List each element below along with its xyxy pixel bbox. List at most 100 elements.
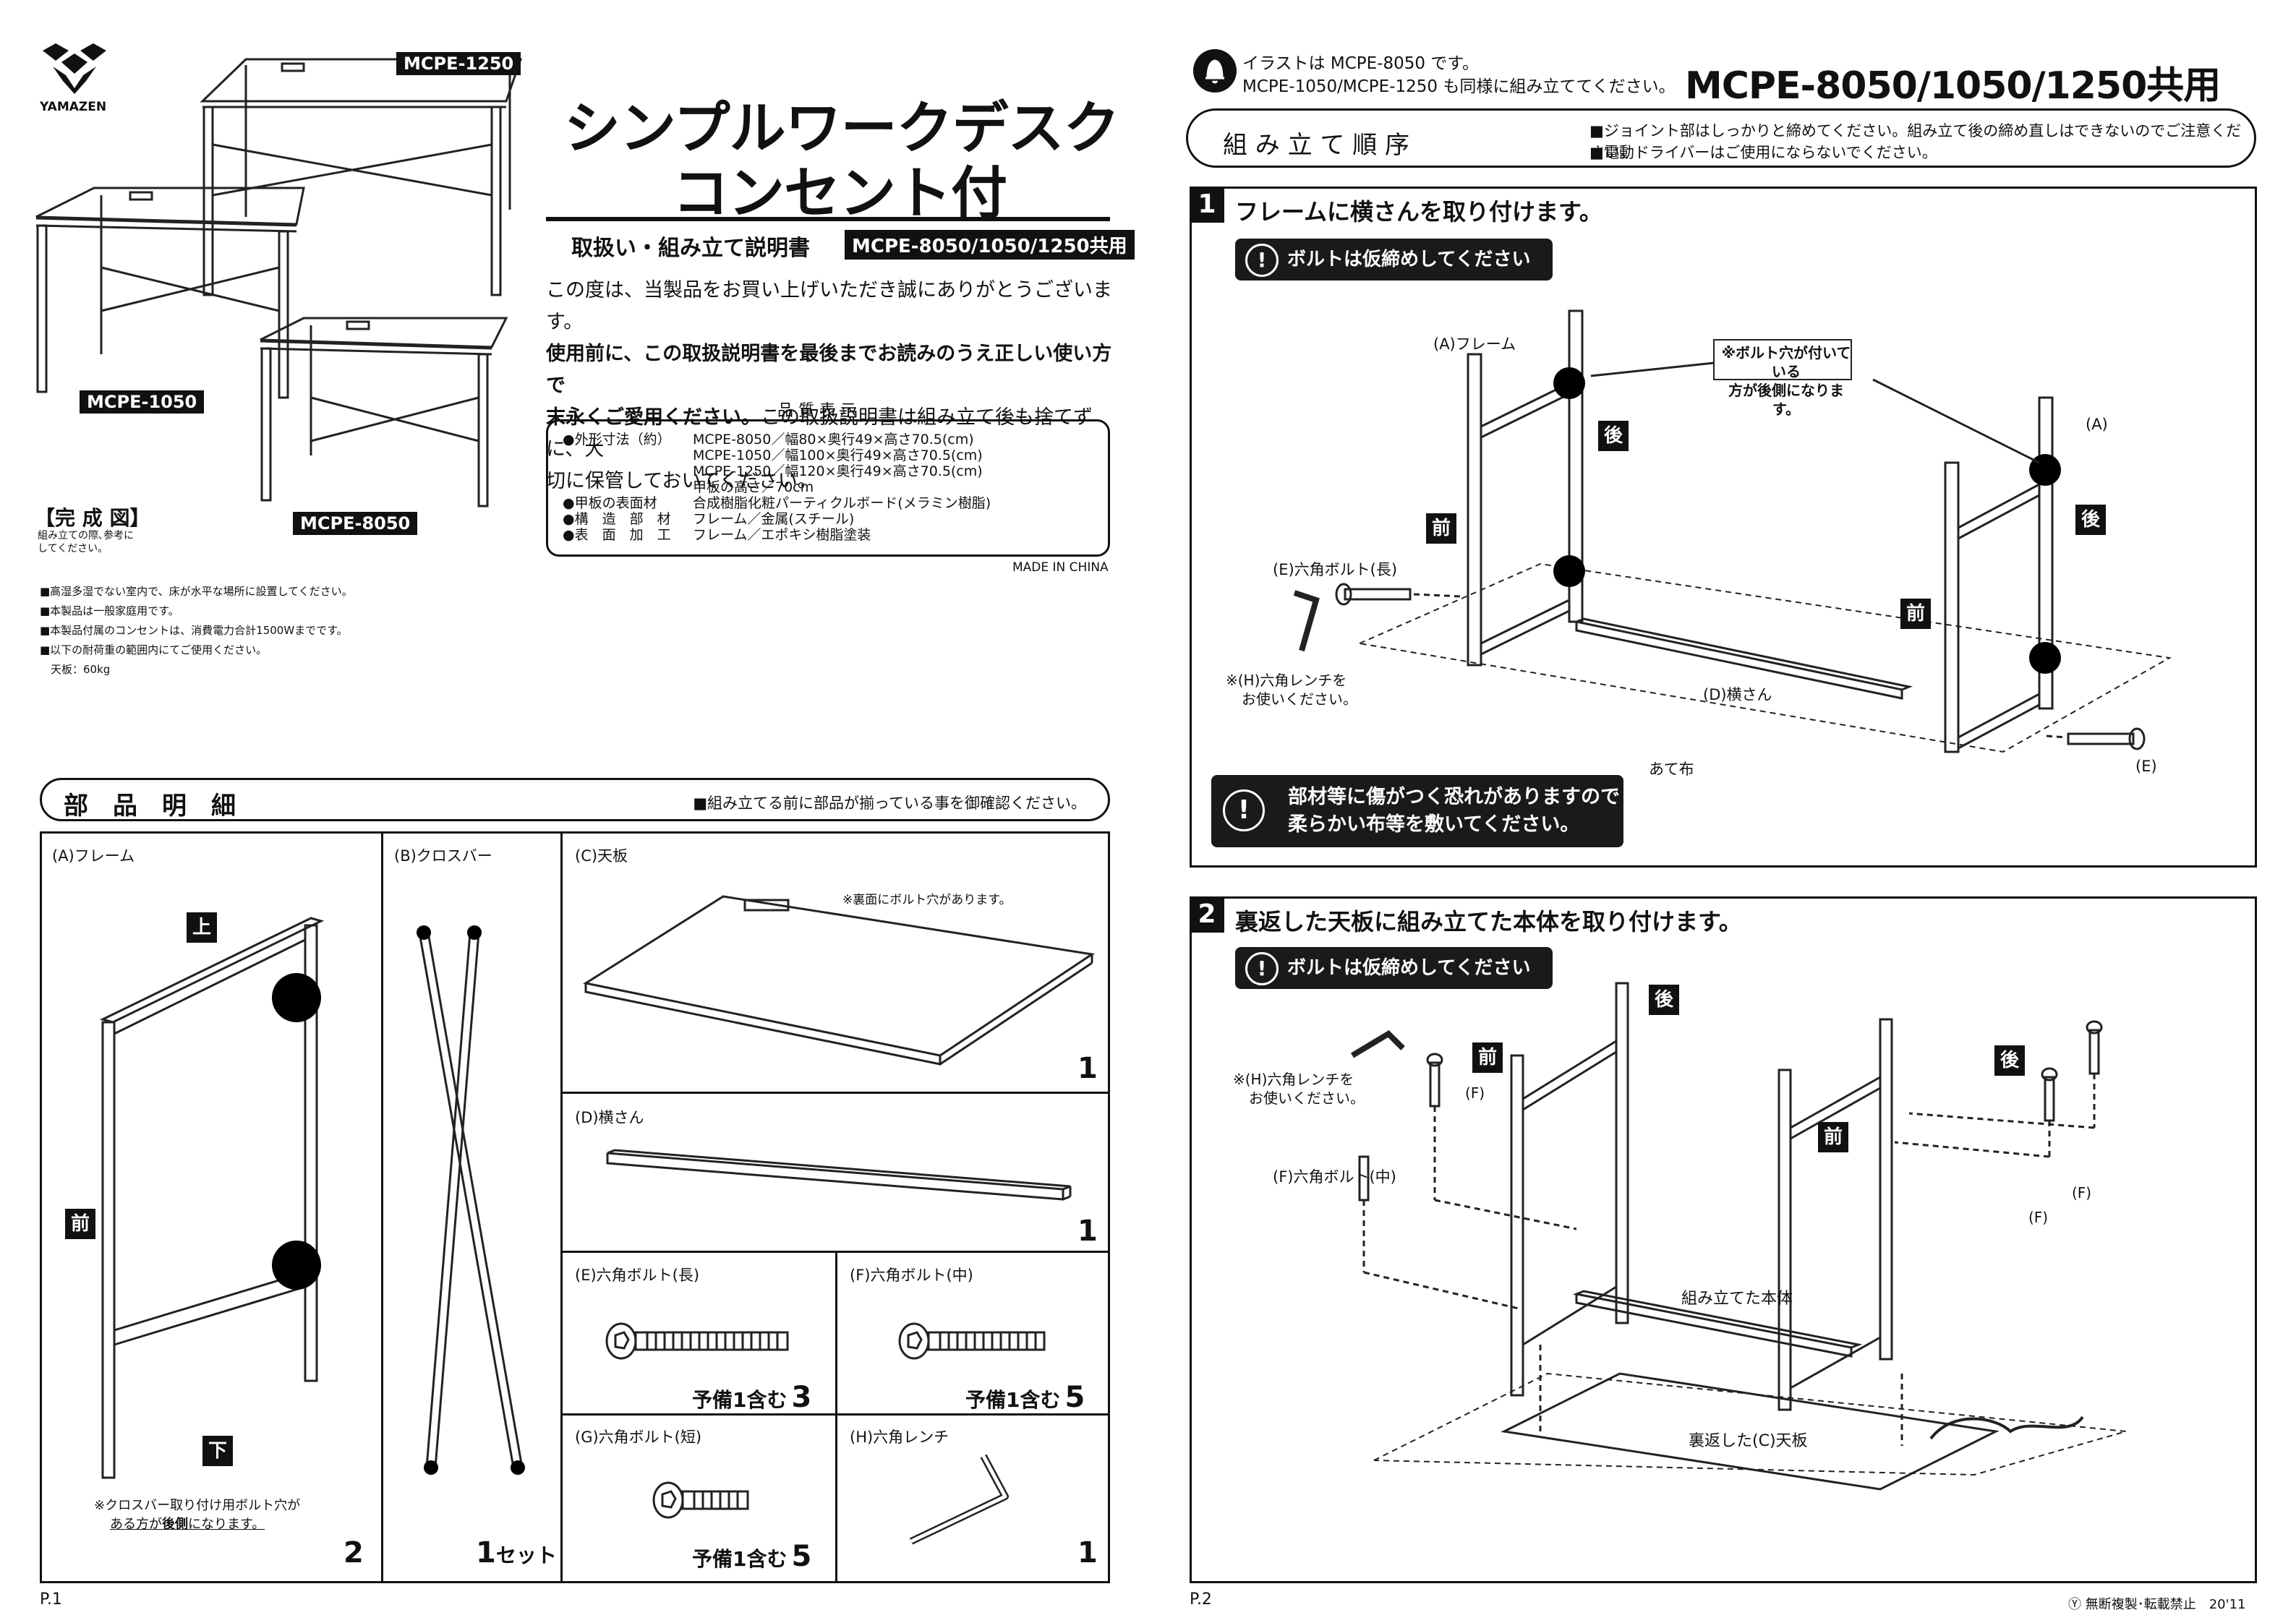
step1-bolt-label: (E)六角ボルト(長) [1273, 561, 1398, 578]
parts-header: 部 品 明 細 ■組み立てる前に部品が揃っている事を御確認ください。 [40, 778, 1110, 821]
intro-text: この度は、当製品をお買い上げいただき誠にありがとうございます。 使用前に、この取… [546, 275, 1124, 497]
part-a-note2a: ある方が [110, 1517, 162, 1532]
step2-back-tag-right: 後 [1994, 1045, 2025, 1076]
step1-diagram [1293, 309, 2172, 753]
parts-header-note: ■組み立てる前に部品が揃っている事を御確認ください。 [693, 795, 1086, 812]
step2-number: 2 [1190, 896, 1224, 933]
quality-row: ●表 面 加 工 フレーム／エポキシ樹脂塗装 [563, 527, 1093, 543]
right-model-title: MCPE-8050/1050/1250共用 [1685, 64, 2221, 108]
brand-name: YAMAZEN [40, 100, 107, 114]
part-b-count-num: 1 [476, 1536, 496, 1570]
step1-back-tag-left: 後 [1598, 421, 1629, 451]
part-e-label: (E)六角ボルト(長) [575, 1267, 700, 1284]
part-g-label: (G)六角ボルト(短) [575, 1429, 702, 1446]
step2-f-label-2: (F) [2028, 1209, 2049, 1226]
frame-top-tag: 上 [187, 912, 217, 943]
intro-line3b: この取扱説明書は組み立て後も捨てずに、大 [546, 406, 1093, 461]
part-a-note2c: になります。 [188, 1517, 265, 1532]
step2-back-tag-left: 後 [1649, 985, 1679, 1015]
bell-icon [1193, 49, 1237, 93]
part-g-bolt-icon [652, 1481, 749, 1519]
warning-item: ■本製品付属のコンセントは、消費電力合計1500Wまでです。 [40, 624, 348, 637]
quality-row: 甲板の高さ／70cm [563, 479, 1093, 495]
part-d-label: (D)横さん [575, 1109, 644, 1126]
part-c-board-drawing [583, 895, 1096, 1066]
step1-panel [1190, 187, 2257, 868]
step1-caution: ! 部材等に傷がつく恐れがありますので 柔らかい布等を敷いてください。 [1211, 775, 1623, 847]
page-number-left: P.1 [40, 1590, 62, 1609]
quality-row-label: ●外形寸法（約） [563, 432, 671, 447]
part-g-spare: 予備1含む [692, 1547, 788, 1571]
step2-bolt-label: (F)六角ボルト(中) [1273, 1168, 1396, 1186]
completed-title: 【完 成 図】 [35, 506, 150, 530]
part-f-bolt-icon [898, 1322, 1046, 1360]
intro-line1: この度は、当製品をお買い上げいただき誠にありがとうございます。 [546, 279, 1112, 333]
step2-board-label: 裏返した(C)天板 [1689, 1432, 1808, 1450]
part-d-count: 1 [1077, 1215, 1098, 1248]
quality-row: ●甲板の表面材合成樹脂化粧パーティクルボード(メラミン樹脂) [563, 495, 1093, 511]
step2-front-tag-left: 前 [1472, 1042, 1503, 1073]
part-f-label: (F)六角ボルト(中) [850, 1267, 973, 1284]
quality-row-value: 甲板の高さ／70cm [693, 479, 814, 495]
step1-notice-text: ボルトは仮締めしてください [1287, 249, 1531, 270]
part-a-label: (A)フレーム [52, 847, 135, 865]
warning-item: 天板：60kg [40, 663, 111, 676]
step2-f-label-3: (F) [2072, 1184, 2092, 1202]
step2-notice-text: ボルトは仮締めしてください [1287, 957, 1531, 979]
desk-drawings [35, 58, 523, 508]
warnings-list: ■高湿多湿でない室内で、床が水平な場所に設置してください。■本製品は一般家庭用で… [40, 582, 353, 680]
step1-title: フレームに横さんを取り付けます。 [1235, 198, 1602, 226]
step2-wrench-note2: お使いください。 [1249, 1089, 1365, 1107]
quality-row-label [563, 463, 693, 479]
step2-diagram [1350, 982, 2127, 1491]
copyright-footer: Ⓨ 無断複製･転載禁止 20'11 [2068, 1597, 2246, 1612]
step1-caution-text: 部材等に傷がつく恐れがありますので 柔らかい布等を敷いてください。 [1288, 784, 1623, 839]
part-a-note: ※クロスバー取り付け用ボルト穴が ある方が後側になります。 [94, 1496, 300, 1534]
part-g-count: 5 [791, 1540, 812, 1573]
step2-f-label-1: (F) [1465, 1084, 1485, 1102]
part-a-count: 2 [343, 1536, 364, 1570]
step1-frame-label: (A)フレーム [1433, 335, 1516, 353]
intro-line2: 使用前に、この取扱説明書を最後までお読みのうえ正しい使い方で [546, 343, 1112, 397]
assembly-order-note2: ■電動ドライバーはご使用にならないでください。 [1589, 144, 1937, 161]
step1-wrench-note2: お使いください。 [1242, 690, 1357, 708]
part-b-count: 1セット [476, 1536, 557, 1570]
step1-back-tag-right: 後 [2075, 505, 2106, 535]
intro-line3: 末永くご愛用ください。この取扱説明書は組み立て後も捨てずに、大 [546, 402, 1124, 466]
quality-row-label [563, 447, 693, 463]
step2-notice: !ボルトは仮締めしてください [1235, 947, 1553, 989]
part-h-label: (H)六角レンチ [850, 1429, 949, 1446]
quality-row-label: ●表 面 加 工 [563, 527, 671, 543]
assembly-order-title: 組 み 立 て 順 序 [1223, 131, 1410, 160]
step1-notice: !ボルトは仮締めしてください [1235, 239, 1553, 281]
part-c-label: (C)天板 [575, 847, 628, 865]
step1-wrench-note1: ※(H)六角レンチを [1226, 672, 1347, 689]
intro-line3a: 末永くご愛用ください。 [546, 406, 761, 429]
page-number-right: P.2 [1190, 1590, 1212, 1609]
yamazen-logo-icon [43, 43, 106, 94]
quality-row-value: MCPE-8050／幅80×奥行49×高さ70.5(cm) [693, 432, 974, 447]
grid-divider [560, 831, 563, 1583]
warning-item: ■本製品は一般家庭用です。 [40, 604, 179, 617]
part-e-bolt-icon [605, 1322, 789, 1360]
part-a-frame-drawing [99, 917, 325, 1479]
part-e-count: 3 [791, 1381, 812, 1414]
quality-row-label: ●構 造 部 材 [563, 511, 671, 527]
bell-glyph-icon [1205, 59, 1224, 84]
model-label-1250: MCPE-1250 [396, 52, 521, 75]
part-c-note: ※裏面にボルト穴があります。 [842, 893, 1012, 907]
step1-front-tag-right: 前 [1900, 599, 1931, 629]
manual-subtitle: 取扱い・組み立て説明書 [571, 236, 810, 261]
step2-front-tag-right: 前 [1818, 1122, 1848, 1152]
part-b-crossbar-drawing [417, 925, 525, 1475]
grid-divider [835, 1251, 837, 1583]
parts-grid [40, 831, 1110, 1583]
quality-row: MCPE-1250／幅120×奥行49×高さ70.5(cm) [563, 463, 1093, 479]
quality-row-value: フレーム／エポキシ樹脂塗装 [693, 527, 871, 543]
part-a-note2b: 後側 [162, 1517, 188, 1532]
step2-title: 裏返した天板に組み立てた本体を取り付けます。 [1235, 908, 1742, 935]
quality-row: ●外形寸法（約） MCPE-8050／幅80×奥行49×高さ70.5(cm) [563, 432, 1093, 447]
product-title-line1: シンプルワークデスク [564, 96, 1120, 161]
frame-front-tag: 前 [65, 1209, 95, 1239]
